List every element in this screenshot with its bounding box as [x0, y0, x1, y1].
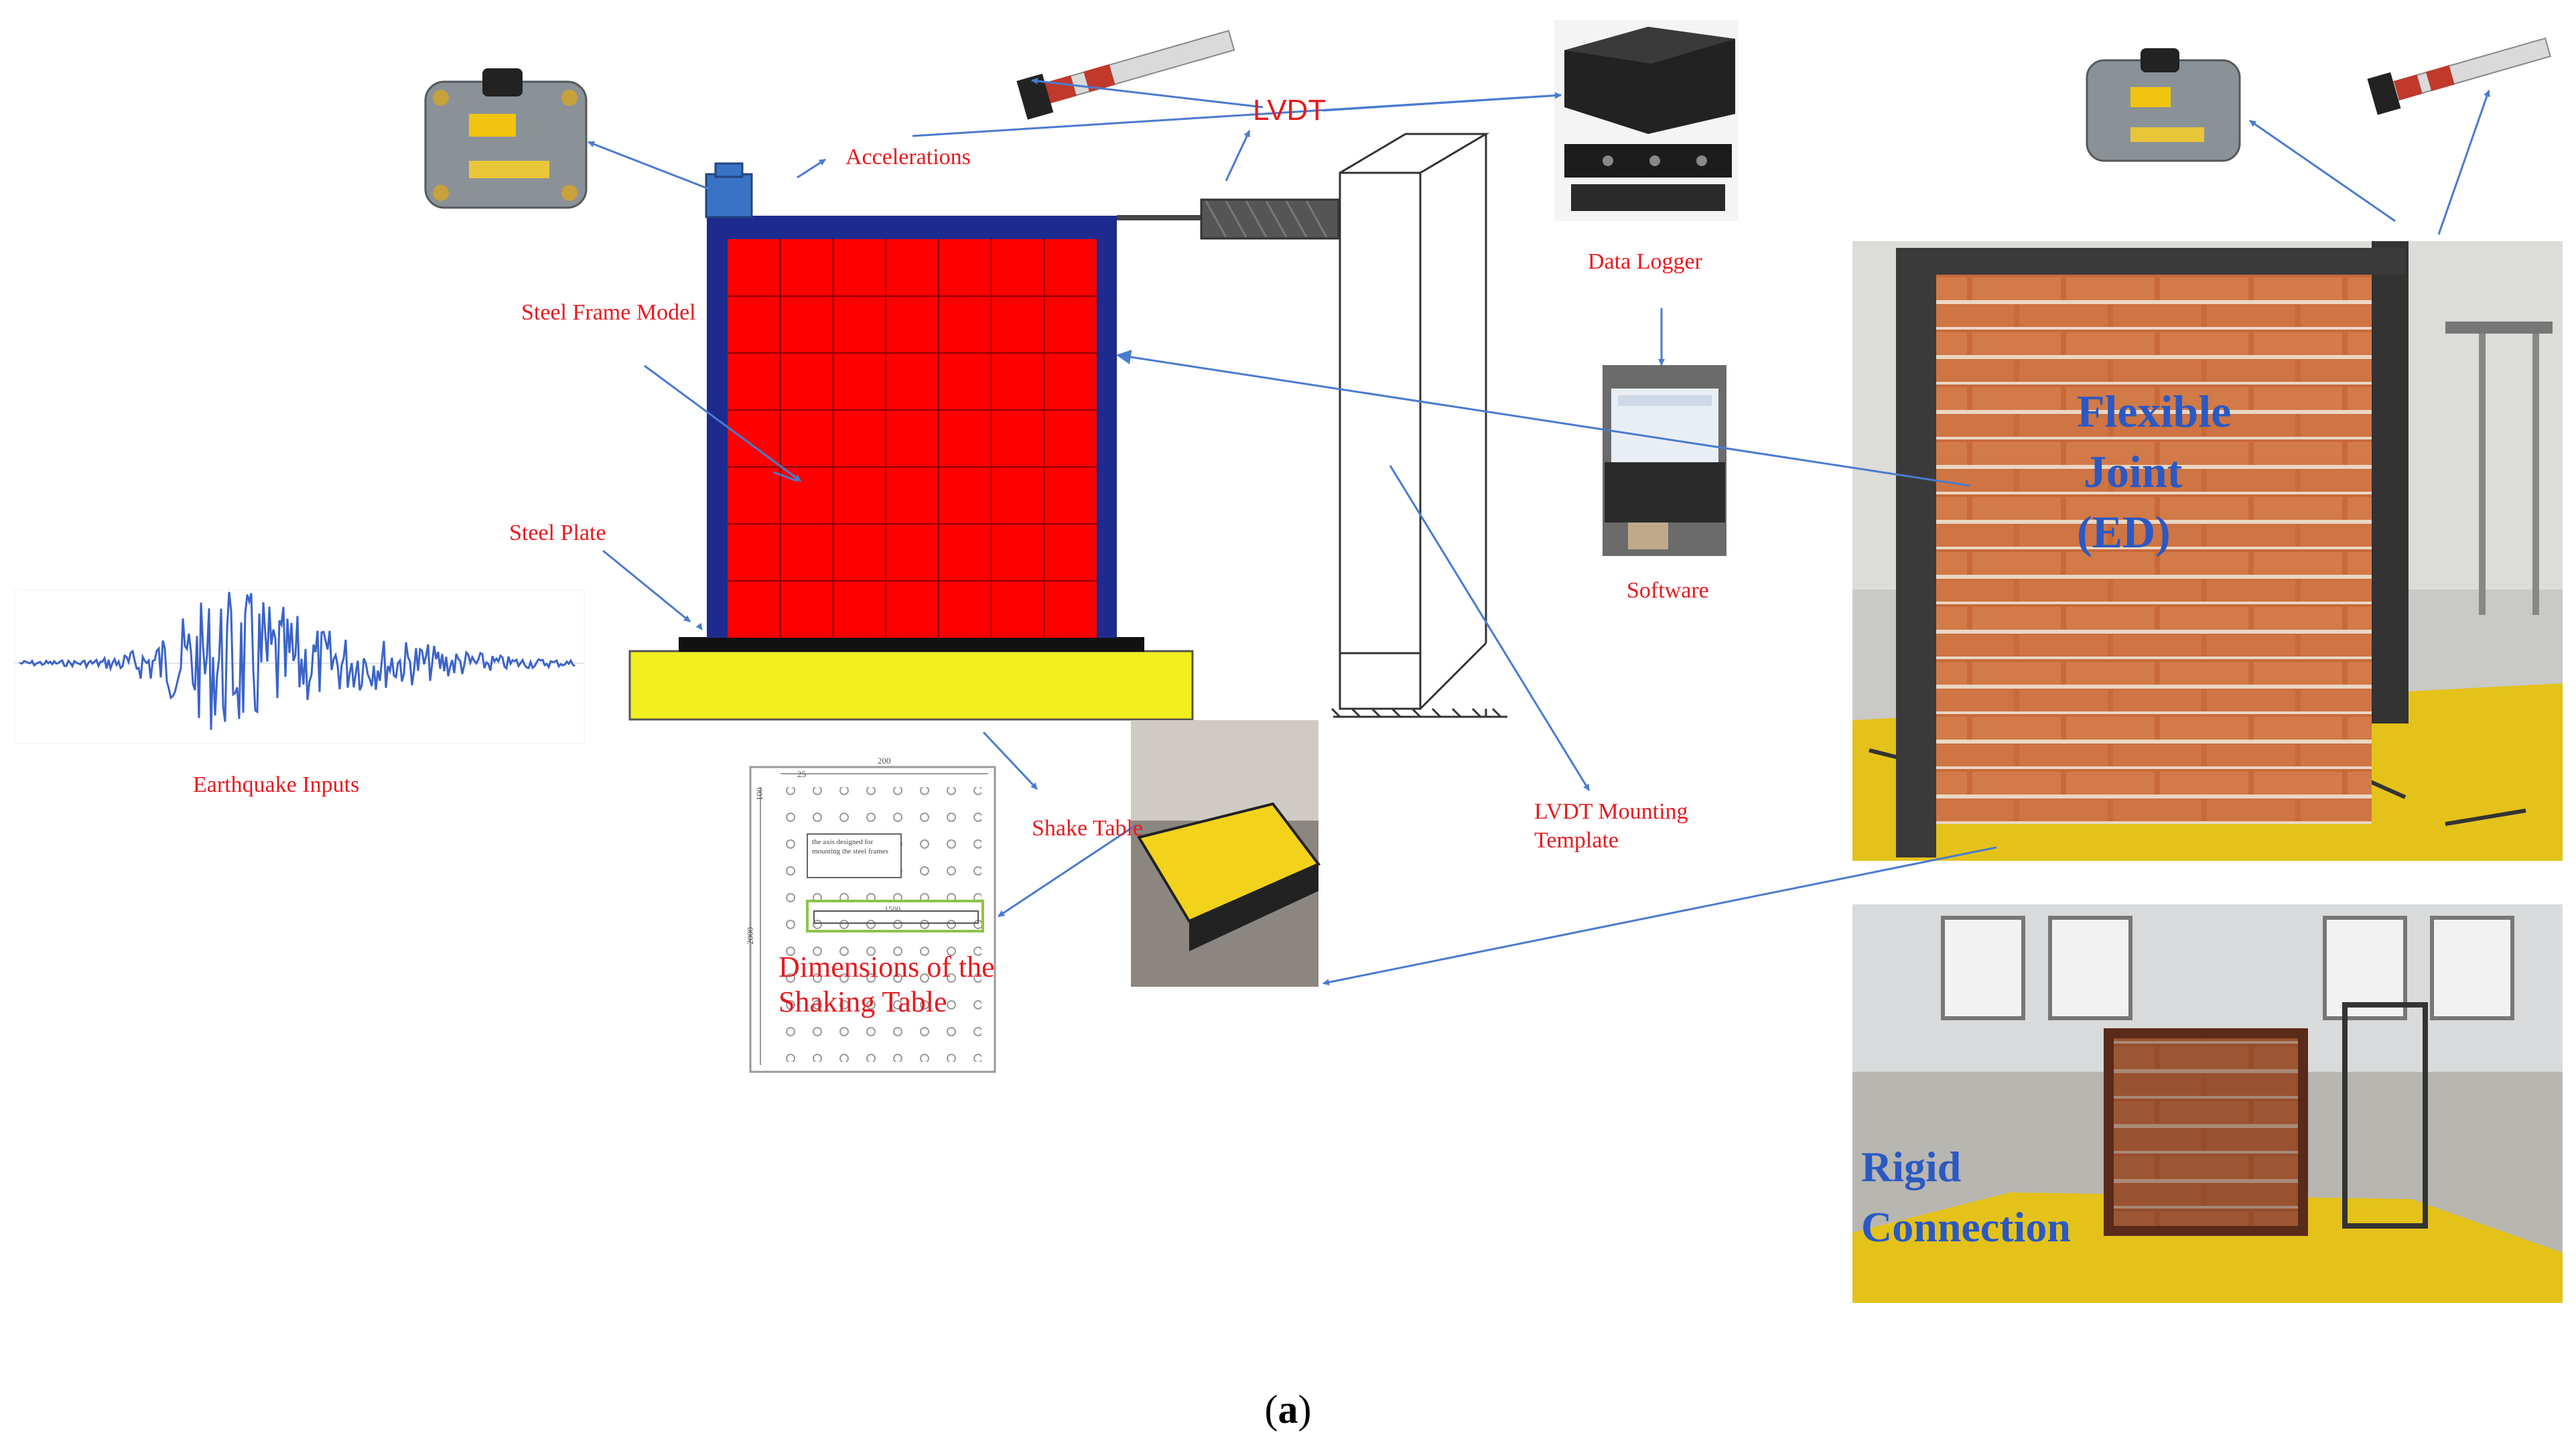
label-shake-table: Shake Table — [1032, 816, 1143, 841]
label-steel-plate: Steel Plate — [509, 521, 606, 545]
rigid-connection-photo — [1852, 904, 2563, 1303]
label-steel-frame-model: Steel Frame Model — [521, 300, 696, 325]
dim-inner: 1500 — [884, 904, 900, 914]
figure-caption: (a) — [0, 1387, 2576, 1433]
accelerometer-device-left — [424, 68, 588, 209]
label-flexible-3: (ED) — [2077, 506, 2171, 557]
label-earthquake-inputs: Earthquake Inputs — [193, 772, 360, 797]
accelerometer-block — [705, 173, 753, 218]
label-flexible-2: Joint — [2084, 446, 2183, 497]
infill-grid — [728, 239, 1097, 638]
data-logger-device — [1554, 20, 1739, 221]
software-laptop — [1603, 365, 1726, 556]
label-lvdt-mounting-1: LVDT Mounting — [1534, 799, 1688, 824]
earthquake-waveform — [19, 592, 575, 730]
label-lvdt-mounting-2: Template — [1534, 828, 1619, 853]
label-rigid-2: Connection — [1861, 1203, 2071, 1251]
caption-letter: a — [1278, 1387, 1298, 1432]
earthquake-signal — [14, 589, 585, 744]
lvdt-sensor-right — [2367, 37, 2552, 115]
label-software: Software — [1627, 578, 1709, 603]
drawing-note: the axis designed for mounting the steel… — [812, 838, 888, 855]
lvdt-sensor-top — [1016, 29, 1235, 120]
dim-side: 2000 — [745, 927, 755, 945]
connector-arrows — [588, 78, 2490, 986]
dim-small: 25 — [797, 769, 806, 779]
steel-plate — [679, 637, 1144, 652]
accelerometer-device-right — [2086, 48, 2241, 162]
infill-wall — [728, 239, 1097, 638]
label-dimensions-2: Shaking Table — [778, 985, 947, 1018]
label-lvdt: LVDT — [1253, 94, 1327, 127]
caption-open: ( — [1264, 1387, 1278, 1432]
label-dimensions-1: Dimensions of the — [778, 951, 995, 983]
caption-close: ) — [1298, 1387, 1312, 1432]
lvdt-mounting-template — [1331, 133, 1507, 718]
shake-table-base — [628, 650, 1194, 721]
label-flexible-1: Flexible — [2077, 386, 2232, 437]
dim-left: 100 — [754, 787, 764, 801]
dim-top: 200 — [878, 756, 891, 766]
flexible-joint-photo — [1852, 241, 2563, 861]
shake-table-photo — [1131, 720, 1321, 987]
label-data-logger: Data Logger — [1588, 249, 1702, 274]
label-accelerations: Accelerations — [845, 145, 971, 169]
label-rigid-1: Rigid — [1861, 1143, 1962, 1190]
dimensions-drawing — [749, 766, 996, 1073]
lvdt-body — [1200, 198, 1340, 240]
